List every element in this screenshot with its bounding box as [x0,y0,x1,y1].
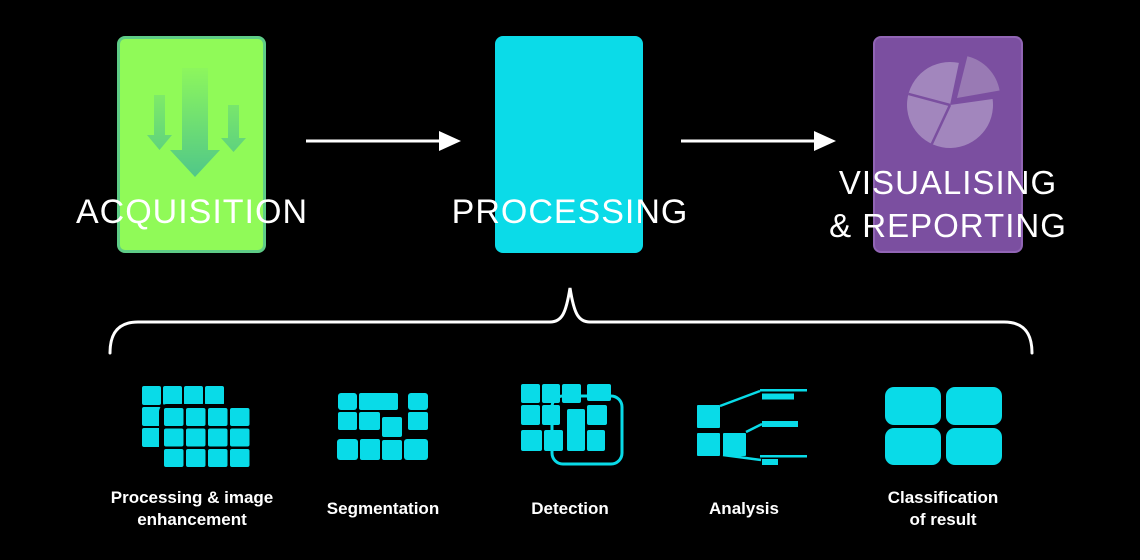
substep-label-segmentation: Segmentation [273,483,493,535]
mosaic-tiles-icon [337,393,428,460]
brace-connector [108,287,1034,355]
substep-label-line: enhancement [137,510,247,529]
pie-chart-icon [907,56,1000,148]
substep-label-detection: Detection [460,483,680,535]
substep-label-line: Classification [887,488,999,507]
callout-annotations-icon [697,389,807,465]
substep-label-analysis: Analysis [634,483,854,535]
arrow-processing-to-visualising [681,131,836,151]
visualising-label-line1: VISUALISING [838,164,1058,201]
substep-label-processing-enhancement: Processing & image enhancement [82,483,302,535]
four-result-tiles-icon [885,387,1002,465]
grid-detection-frame-icon [521,384,624,466]
processing-box [495,36,643,253]
visualising-label-line2: & REPORTING [829,207,1067,244]
visualising-label: VISUALISING & REPORTING [798,161,1098,247]
substep-label-line: Segmentation [326,499,440,518]
acquisition-box [117,36,266,253]
overlapping-image-grids-icon [142,386,253,470]
substep-label-line: Processing & image [110,488,274,507]
substep-label-line: Detection [531,499,609,518]
substep-label-line: Analysis [709,499,779,518]
visualising-box [873,36,1023,253]
substep-label-line: of result [909,510,977,529]
substep-label-classification: Classification of result [833,483,1053,535]
download-arrows-icon [147,68,246,177]
arrow-acquisition-to-processing [306,131,461,151]
acquisition-label: ACQUISITION [75,193,309,231]
processing-label: PROCESSING [451,193,689,231]
